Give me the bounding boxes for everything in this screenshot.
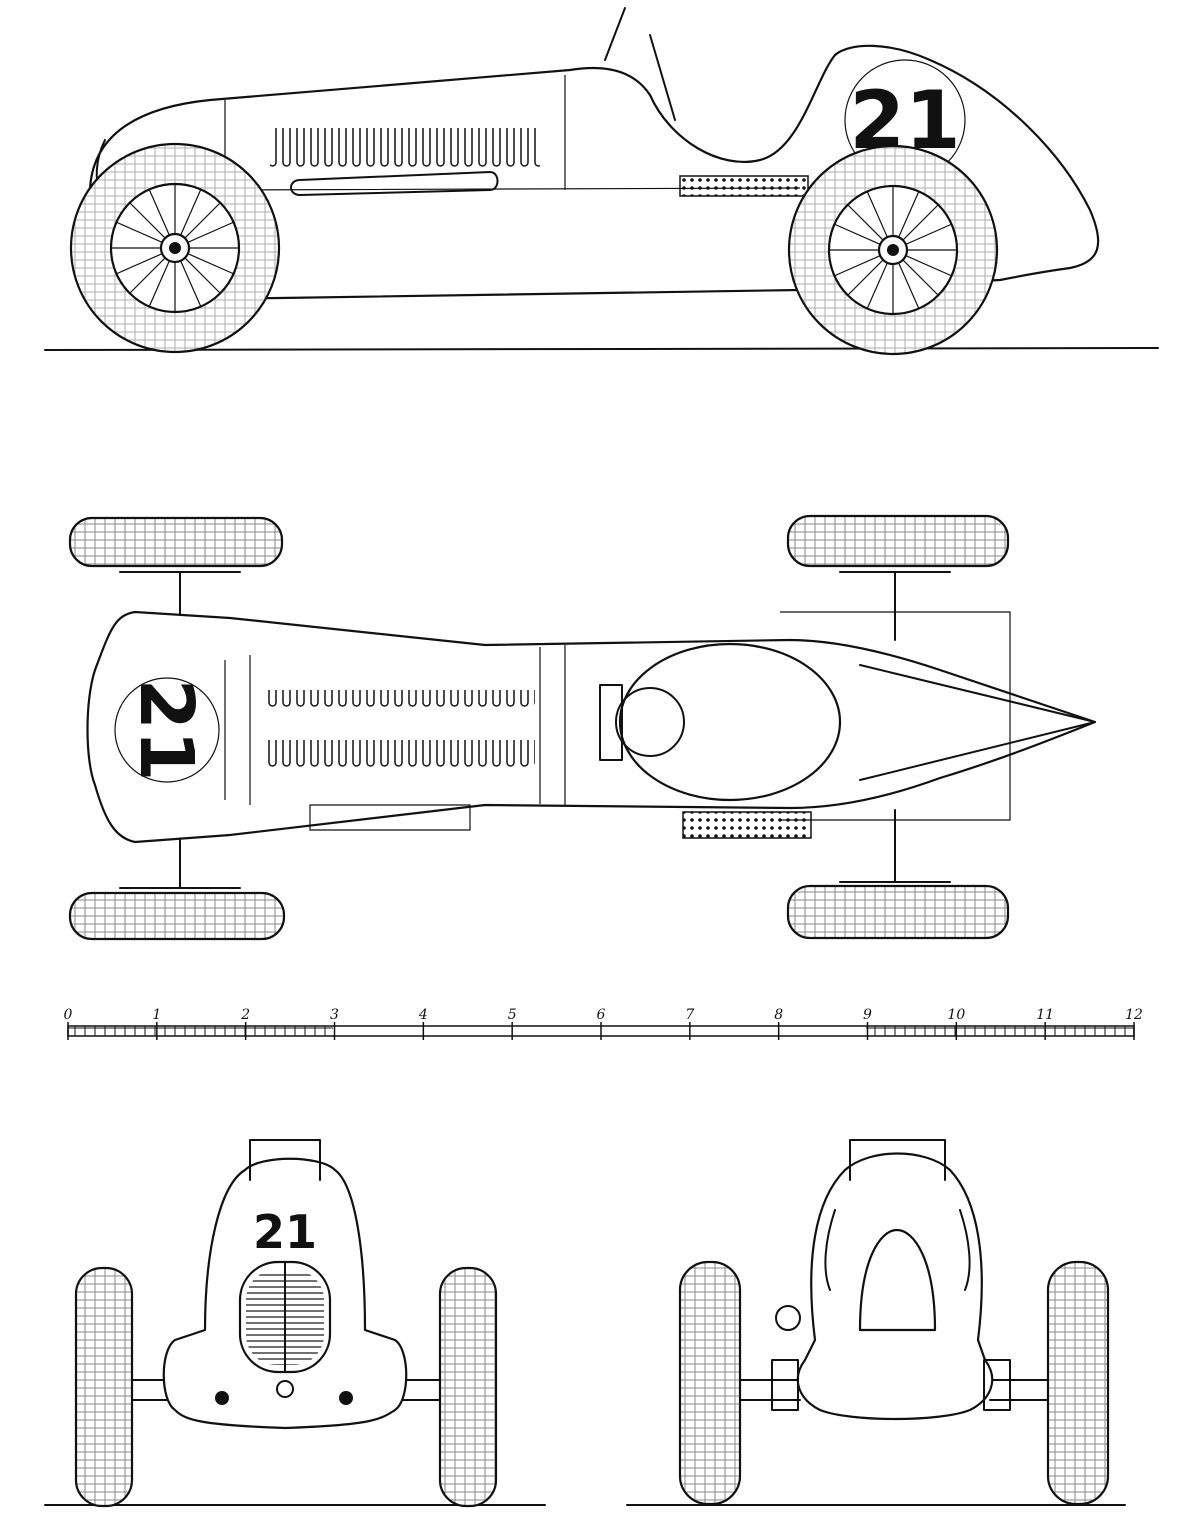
top-cockpit xyxy=(618,642,842,802)
scale-tick-label: 5 xyxy=(508,1007,517,1023)
scale-tick-label: 12 xyxy=(1125,1007,1143,1023)
top-panel-lines xyxy=(224,645,566,805)
top-car-number: 21 xyxy=(123,679,209,782)
side-front-wheel xyxy=(69,142,281,354)
rear-fuel-cap xyxy=(775,1305,801,1331)
scale-tick-label: 1 xyxy=(152,1007,161,1023)
side-ground-line xyxy=(44,347,1159,351)
scale-tick-label: 2 xyxy=(240,1007,250,1023)
top-rear-frame xyxy=(780,611,1011,821)
front-left-lamp xyxy=(215,1391,229,1405)
scale-tick-label: 3 xyxy=(330,1007,339,1023)
side-louvers xyxy=(270,128,540,176)
rear-view xyxy=(626,1139,1126,1506)
rear-axle xyxy=(739,1379,1049,1401)
rear-right-damper xyxy=(983,1359,1011,1411)
scale-bar-fill-right xyxy=(866,1026,1134,1036)
front-suspension-arms xyxy=(131,1379,441,1401)
top-windscreen xyxy=(599,684,623,761)
top-louvers-lower xyxy=(265,740,535,770)
scale-tick-label: 11 xyxy=(1036,1007,1054,1023)
front-view: 21 xyxy=(44,1139,546,1508)
front-crank-hole xyxy=(276,1380,294,1398)
top-suspension xyxy=(119,571,951,889)
side-rear-wheel xyxy=(787,144,999,356)
scale-tick-label: 10 xyxy=(947,1007,965,1023)
side-windscreen xyxy=(604,7,676,121)
top-exhaust xyxy=(309,804,471,831)
rear-body-vents xyxy=(824,1209,971,1291)
scale-tick-label: 6 xyxy=(597,1007,606,1023)
scale-bar-fill-left xyxy=(68,1026,333,1036)
rear-tail-cone xyxy=(858,1228,937,1332)
side-exhaust xyxy=(290,171,499,196)
top-view: 21 xyxy=(68,514,1097,941)
scale-tick-label: 4 xyxy=(418,1007,428,1023)
scale-tick-label: 9 xyxy=(863,1007,872,1023)
top-number-roundel xyxy=(114,677,220,783)
rear-left-damper xyxy=(771,1359,799,1411)
scale-tick-label: 0 xyxy=(64,1007,73,1023)
front-rollhoop xyxy=(249,1139,321,1181)
side-view: 21 xyxy=(44,7,1159,356)
top-steering-wheel xyxy=(615,687,685,757)
top-dotted-step xyxy=(682,811,812,839)
top-tail xyxy=(859,664,1096,781)
scale-tick-label: 8 xyxy=(774,1007,783,1023)
scale-tick-label: 7 xyxy=(685,1007,694,1023)
side-dotted-step xyxy=(679,175,809,197)
top-louvers-upper xyxy=(265,690,535,720)
front-right-lamp xyxy=(339,1391,353,1405)
rear-rollhoop xyxy=(849,1139,946,1181)
top-body xyxy=(86,610,1097,844)
front-car-number: 21 xyxy=(253,1205,317,1259)
